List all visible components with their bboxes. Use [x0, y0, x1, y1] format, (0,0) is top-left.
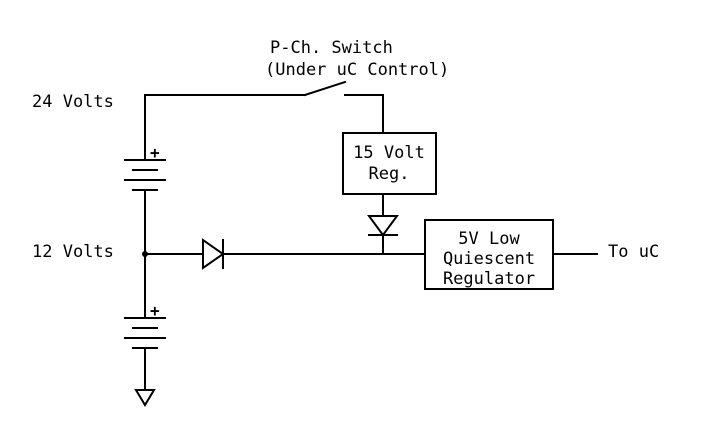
wire-switch-to-reg15	[344, 94, 384, 134]
reg15-line2: Reg.	[369, 164, 410, 184]
reg5-line1: 5V Low	[458, 229, 520, 249]
switch-blade	[303, 80, 347, 97]
label-24-volts: 24 Volts	[32, 92, 114, 112]
switch-subtitle: (Under uC Control)	[265, 60, 449, 80]
label-to-uc: To uC	[608, 242, 659, 262]
ground-icon	[134, 389, 156, 407]
label-12-volts: 12 Volts	[32, 242, 114, 262]
plus-top: +	[150, 143, 160, 162]
switch-title: P-Ch. Switch	[270, 38, 393, 58]
reg15-line1: 15 Volt	[353, 143, 425, 163]
regulator-15v-box	[342, 132, 437, 195]
diode-15v-icon	[367, 215, 399, 237]
plus-bottom: +	[150, 301, 160, 320]
reg5-line3: Regulator	[443, 269, 535, 289]
reg5-line2: Quiescent	[443, 249, 535, 269]
diode-12v-icon	[202, 238, 225, 270]
